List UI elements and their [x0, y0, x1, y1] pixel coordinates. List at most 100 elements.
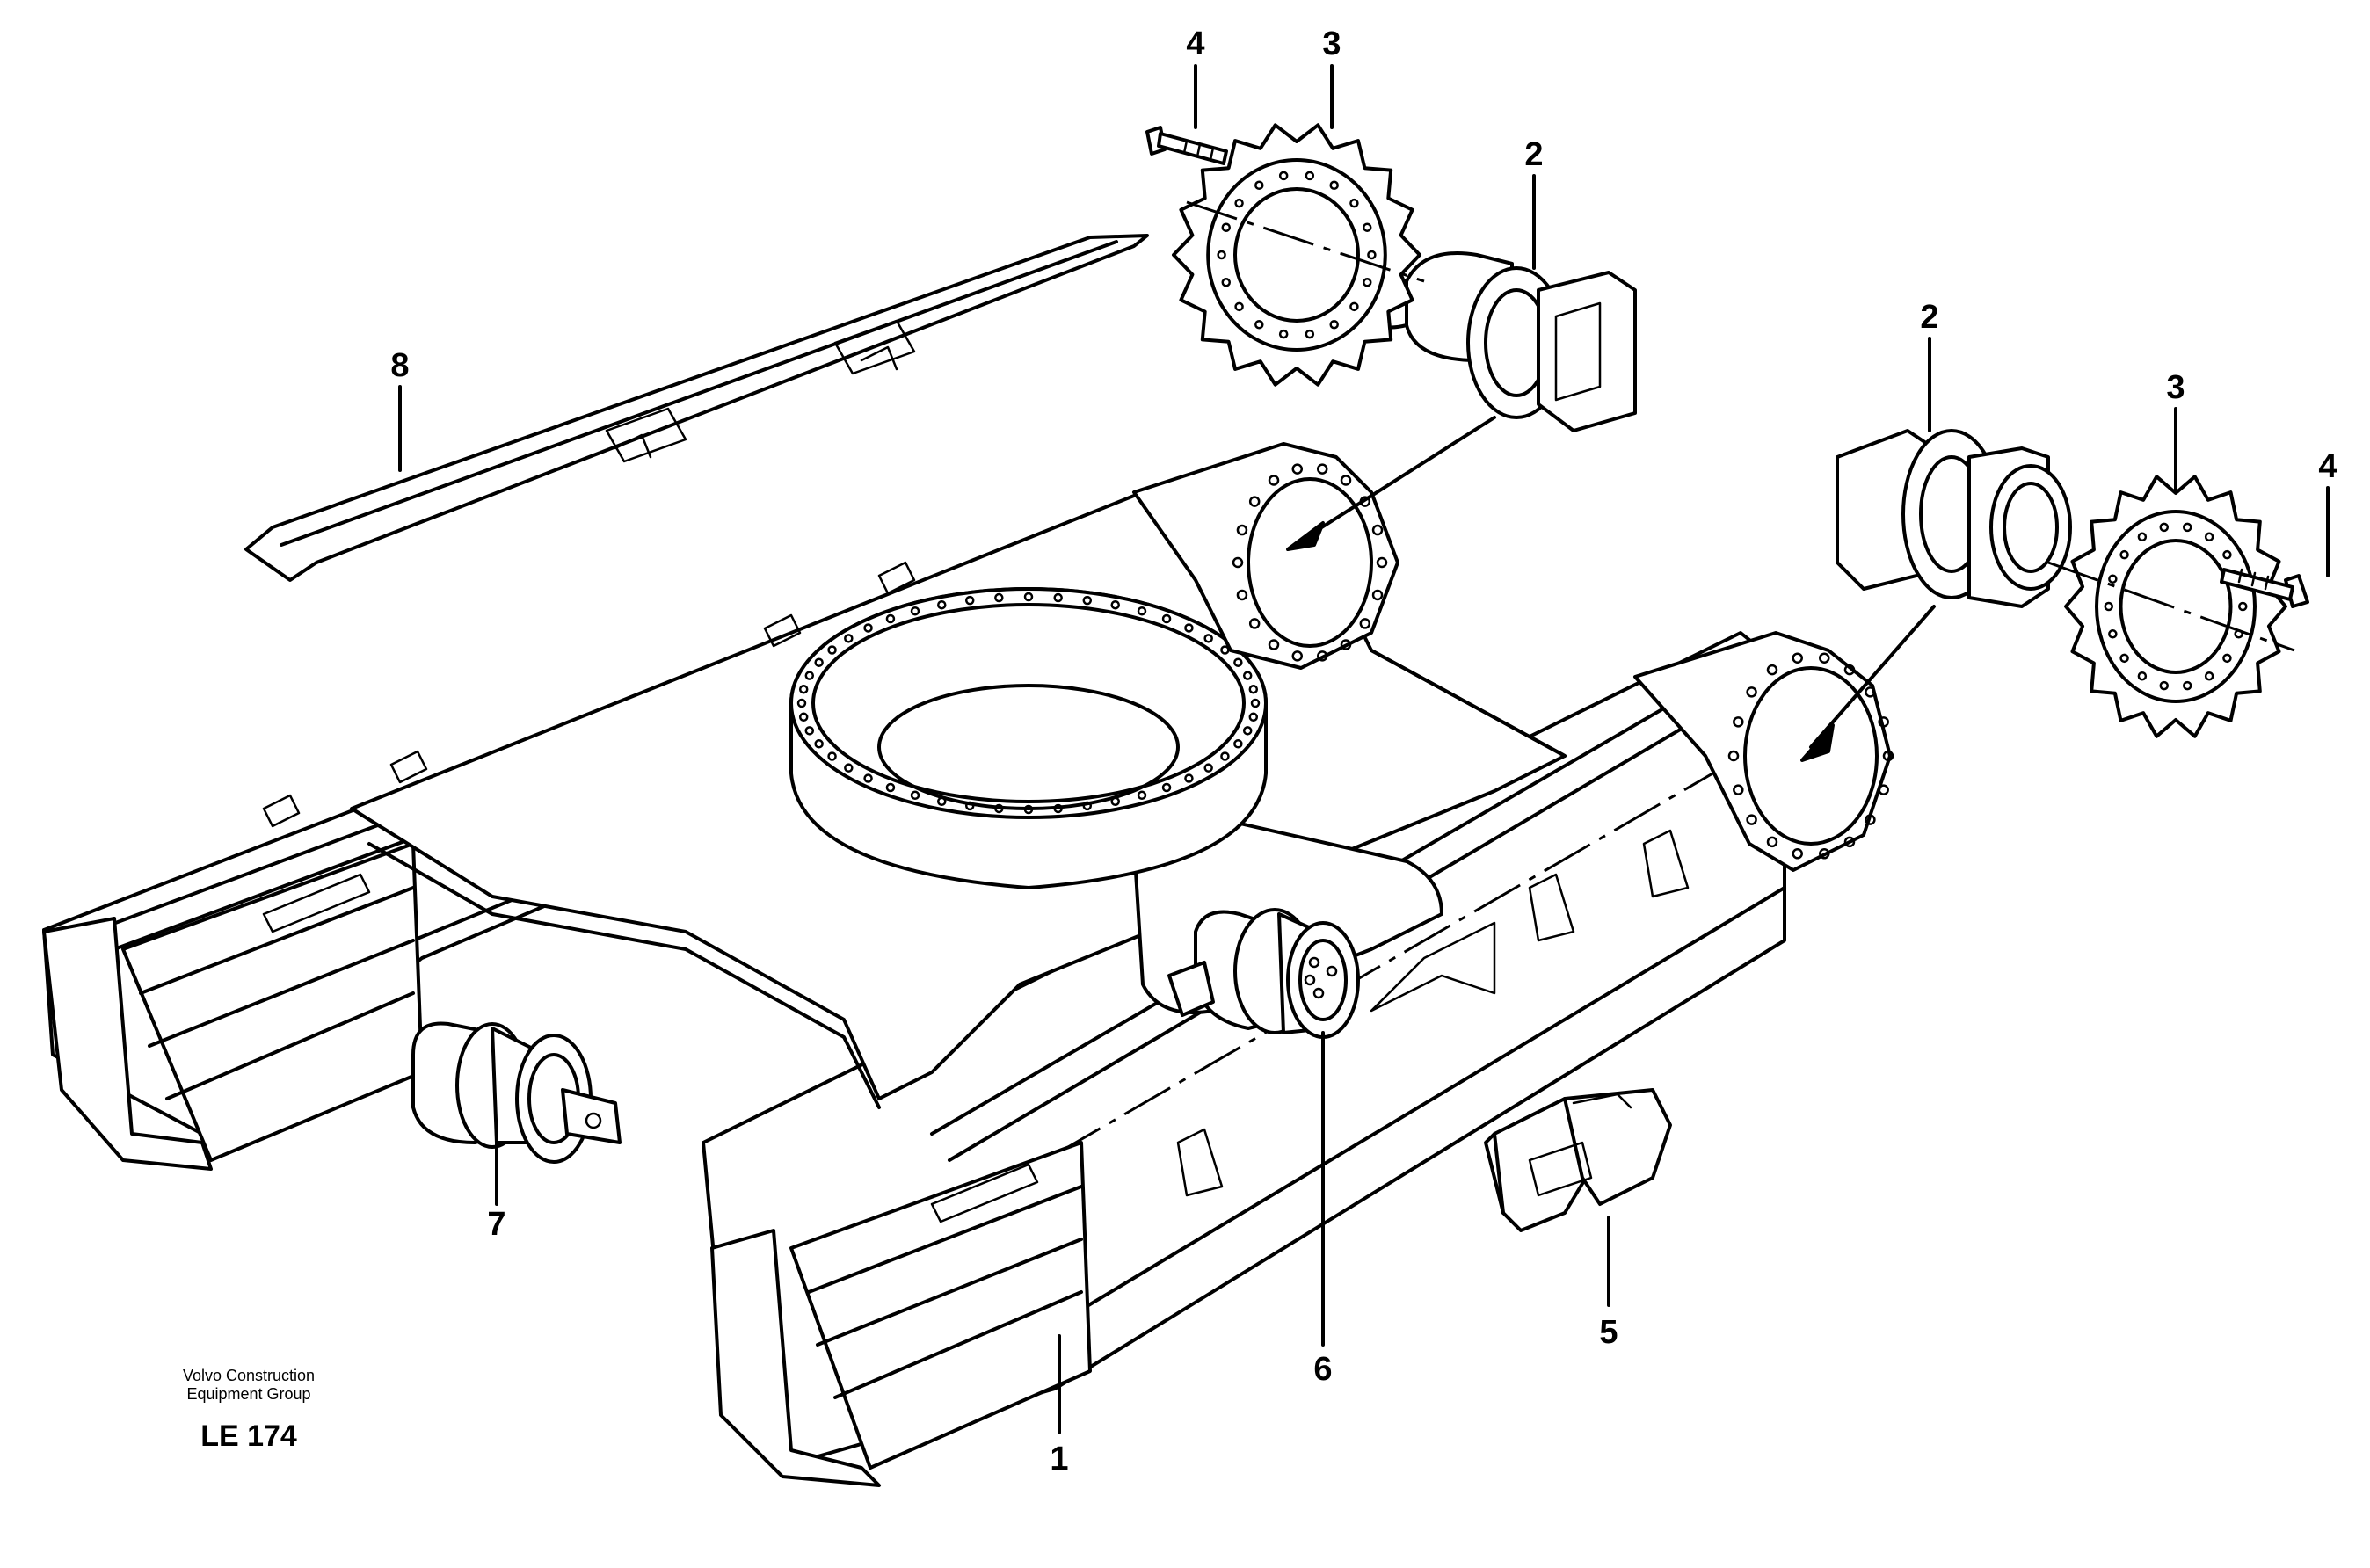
bolt-hole — [1819, 652, 1830, 664]
bolt-hole — [1316, 650, 1328, 662]
bolt-hole — [1110, 796, 1120, 807]
bolt-hole — [994, 803, 1004, 814]
bolt-hole — [2137, 532, 2148, 542]
bolt-hole — [1250, 698, 1261, 708]
bolt-hole — [910, 606, 920, 616]
sprocket-lower — [2064, 475, 2287, 738]
bolt-hole — [1234, 301, 1244, 312]
bolt-hole — [2222, 653, 2232, 664]
bolt-hole — [1242, 671, 1253, 680]
bolt-hole — [1082, 595, 1093, 606]
bolt-hole — [1220, 645, 1230, 655]
bolt-hole — [863, 623, 873, 633]
bolt-hole — [2204, 671, 2214, 681]
bolt-hole — [1023, 592, 1034, 602]
callout-4-upper: 4 — [1186, 25, 1204, 62]
bolt-hole — [1367, 250, 1377, 260]
travel-motor-lower — [1836, 429, 2072, 608]
sprocket-ring — [2095, 510, 2257, 703]
bolt-hole — [1248, 712, 1259, 722]
bolt-hole — [1233, 739, 1243, 749]
bolt-hole — [2137, 671, 2148, 681]
bolt-hole — [814, 657, 824, 667]
bolt-hole — [2222, 549, 2232, 560]
bolt-hole — [804, 671, 815, 680]
bolt-hole — [1161, 613, 1172, 624]
bolt-hole — [1882, 750, 1894, 762]
bolt-hole — [937, 599, 947, 610]
bolt-hole — [1727, 750, 1740, 762]
bolt-hole — [1371, 589, 1384, 601]
bolt-hole — [1248, 618, 1261, 629]
bolt-hole — [1221, 278, 1232, 287]
bolt-hole — [1236, 524, 1248, 536]
sprocket-ring — [2119, 539, 2233, 674]
bolt-hole — [994, 592, 1004, 603]
leader-lines — [398, 64, 2330, 1434]
sprocket-teeth — [2064, 475, 2287, 738]
bolt-hole — [1819, 848, 1830, 860]
bolt-hole — [1242, 726, 1253, 736]
bolt-hole — [1340, 639, 1352, 650]
bolt-hole — [1371, 524, 1384, 536]
bolt-hole — [2119, 549, 2129, 560]
bolt-hole — [1878, 716, 1889, 728]
bolt-hole — [1340, 475, 1352, 486]
callout-5: 5 — [1599, 1314, 1618, 1351]
travel-motor-upper — [1370, 251, 1637, 432]
bolt-hole — [2104, 601, 2113, 612]
bolt-hole — [814, 739, 824, 749]
bolt-hole — [863, 773, 873, 783]
bolt-hole — [2159, 680, 2170, 691]
centerline-upper — [1186, 200, 1425, 283]
bolt-hole — [1234, 198, 1244, 208]
bolt-hole — [1184, 623, 1194, 633]
bolt-hole — [1316, 463, 1328, 475]
callout-1: 1 — [1050, 1441, 1068, 1477]
bolt-hole — [796, 698, 807, 708]
caption-company-line2: Equipment Group — [186, 1385, 310, 1403]
bolt-hole — [1329, 180, 1339, 191]
undercarriage-frame — [42, 416, 1936, 1487]
bolt-hole — [1865, 686, 1876, 698]
track-roller — [1167, 908, 1360, 1039]
bolt-hole — [964, 801, 975, 811]
bolt-hole — [1254, 319, 1264, 330]
bolt-hole — [827, 751, 837, 761]
callout-8: 8 — [390, 347, 409, 384]
bolt-hole — [964, 595, 975, 606]
bolt-hole — [827, 645, 837, 655]
bolt-hole — [910, 790, 920, 801]
bolt-hole — [1278, 171, 1289, 181]
bolt-hole — [885, 613, 896, 624]
bolt-hole — [1221, 222, 1232, 232]
bolt-hole — [1248, 496, 1261, 507]
centerline-lower — [2047, 561, 2295, 652]
bolt-hole — [1376, 556, 1388, 569]
bolt-hole — [1268, 639, 1280, 650]
bolt-hole — [1110, 599, 1120, 610]
bolt-hole — [1184, 773, 1194, 783]
sprocket-ring — [1206, 158, 1387, 352]
caption-company-line1: Volvo Construction — [183, 1367, 315, 1384]
bolt-hole — [1248, 684, 1259, 694]
bolt-hole — [1766, 664, 1778, 676]
callout-2-lower: 2 — [1920, 299, 1938, 336]
bolt-hole — [1359, 618, 1371, 629]
bolt-hole — [1843, 836, 1856, 848]
bolt-hole — [2159, 522, 2170, 533]
bolt-hole — [1082, 801, 1093, 811]
bolt-hole — [1023, 804, 1034, 815]
bolt-hole — [1878, 784, 1889, 795]
bolt-hole — [1865, 814, 1876, 825]
bolt-hole — [798, 712, 809, 722]
sprocket-teeth — [1172, 123, 1421, 387]
bolt-hole — [2108, 574, 2118, 584]
carrier-roller — [411, 1021, 622, 1164]
bolt-hole — [804, 726, 815, 736]
bolt-hole — [2238, 601, 2248, 612]
bolt-hole — [2108, 629, 2118, 639]
bolt-hole — [2182, 680, 2192, 691]
bolt-hole — [1161, 782, 1172, 793]
